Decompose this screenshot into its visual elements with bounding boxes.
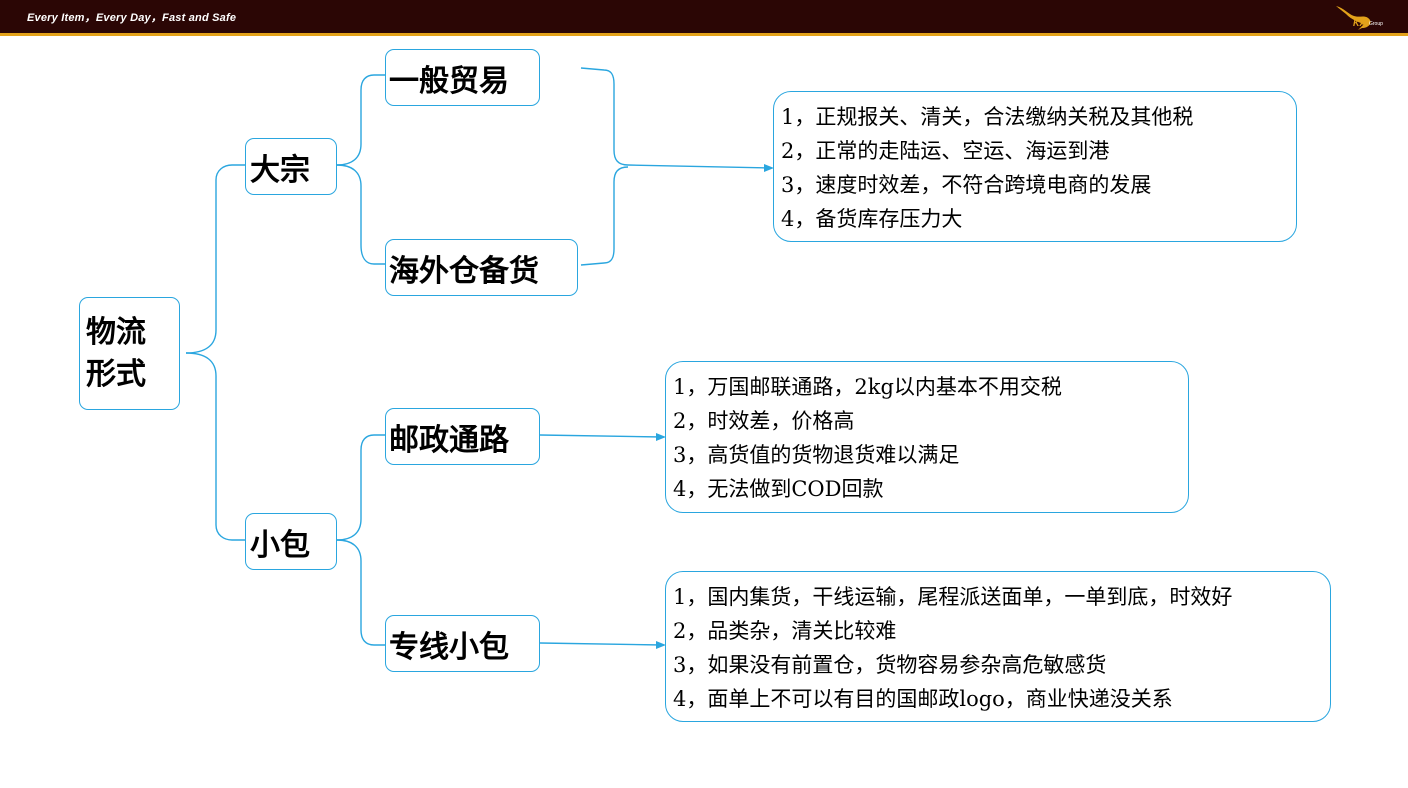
arrowhead-dedicated-icon (656, 641, 666, 649)
connector-root-to-small (185, 352, 246, 541)
arrowhead-postal-icon (656, 433, 666, 441)
node-general-trade: 一般贸易 (385, 49, 540, 106)
connector-bulk-to-general (336, 74, 386, 166)
logo-text: KA (1353, 18, 1366, 28)
connector-root-to-bulk (185, 164, 246, 354)
detail-postal-line-2: 2，时效差，价格高 (673, 409, 855, 433)
root-node-label-line1: 物流 (86, 314, 146, 350)
arrowhead-bulk-icon (764, 164, 774, 172)
node-general-trade-label: 一般贸易 (389, 63, 509, 99)
connector-postal-to-detail (539, 434, 663, 438)
node-postal-route: 邮政通路 (385, 408, 540, 465)
detail-box-postal: 1，万国邮联通路，2kg以内基本不用交税 2，时效差，价格高 3，高货值的货物退… (665, 361, 1189, 513)
node-small-parcel: 小包 (245, 513, 337, 570)
detail-dedicated-line-1: 1，国内集货，干线运输，尾程派送面单，一单到底，时效好 (673, 585, 1233, 609)
detail-dedicated-line-3: 3，如果没有前置仓，货物容易参杂高危敏感货 (673, 653, 1107, 677)
detail-bulk-line-2: 2，正常的走陆运、空运、海运到港 (781, 139, 1110, 163)
detail-postal-line-1: 1，万国邮联通路，2kg以内基本不用交税 (673, 375, 1062, 399)
node-bulk-label: 大宗 (250, 152, 310, 188)
root-node-logistics-form: 物流 形式 (79, 297, 180, 410)
detail-dedicated-line-2: 2，品类杂，清关比较难 (673, 619, 897, 643)
detail-box-dedicated: 1，国内集货，干线运输，尾程派送面单，一单到底，时效好 2，品类杂，清关比较难 … (665, 571, 1331, 722)
connector-dedicated-to-detail (539, 642, 663, 646)
header-bar: Every Item，Every Day，Fast and Safe KA Gr… (0, 0, 1408, 36)
kangaroo-logo-icon (1336, 6, 1371, 30)
node-postal-route-label: 邮政通路 (389, 422, 509, 458)
detail-box-bulk: 1，正规报关、清关，合法缴纳关税及其他税 2，正常的走陆运、空运、海运到港 3，… (773, 91, 1297, 242)
node-overseas-warehouse: 海外仓备货 (385, 239, 578, 296)
node-dedicated-parcel-label: 专线小包 (389, 629, 509, 665)
detail-bulk-line-1: 1，正规报关、清关，合法缴纳关税及其他税 (781, 105, 1194, 129)
connector-small-to-postal (336, 434, 386, 541)
connector-bulk-to-overseas (336, 164, 386, 265)
detail-postal-line-3: 3，高货值的货物退货难以满足 (673, 443, 960, 467)
node-bulk: 大宗 (245, 138, 337, 195)
detail-bulk-line-3: 3，速度时效差，不符合跨境电商的发展 (781, 173, 1152, 197)
logo-subtext: Group (1369, 21, 1383, 27)
connector-bracket-bulk-lower (580, 166, 629, 266)
connector-small-to-dedicated (336, 539, 386, 646)
detail-postal-line-4: 4，无法做到COD回款 (673, 477, 884, 501)
node-small-parcel-label: 小包 (250, 527, 310, 563)
connector-bracket-bulk (580, 67, 771, 169)
header-tagline: Every Item，Every Day，Fast and Safe (27, 12, 237, 24)
node-dedicated-parcel: 专线小包 (385, 615, 540, 672)
node-overseas-warehouse-label: 海外仓备货 (389, 253, 539, 289)
detail-bulk-line-4: 4，备货库存压力大 (781, 207, 963, 231)
detail-dedicated-line-4: 4，面单上不可以有目的国邮政logo，商业快递没关系 (673, 687, 1173, 711)
root-node-label-line2: 形式 (86, 356, 146, 392)
